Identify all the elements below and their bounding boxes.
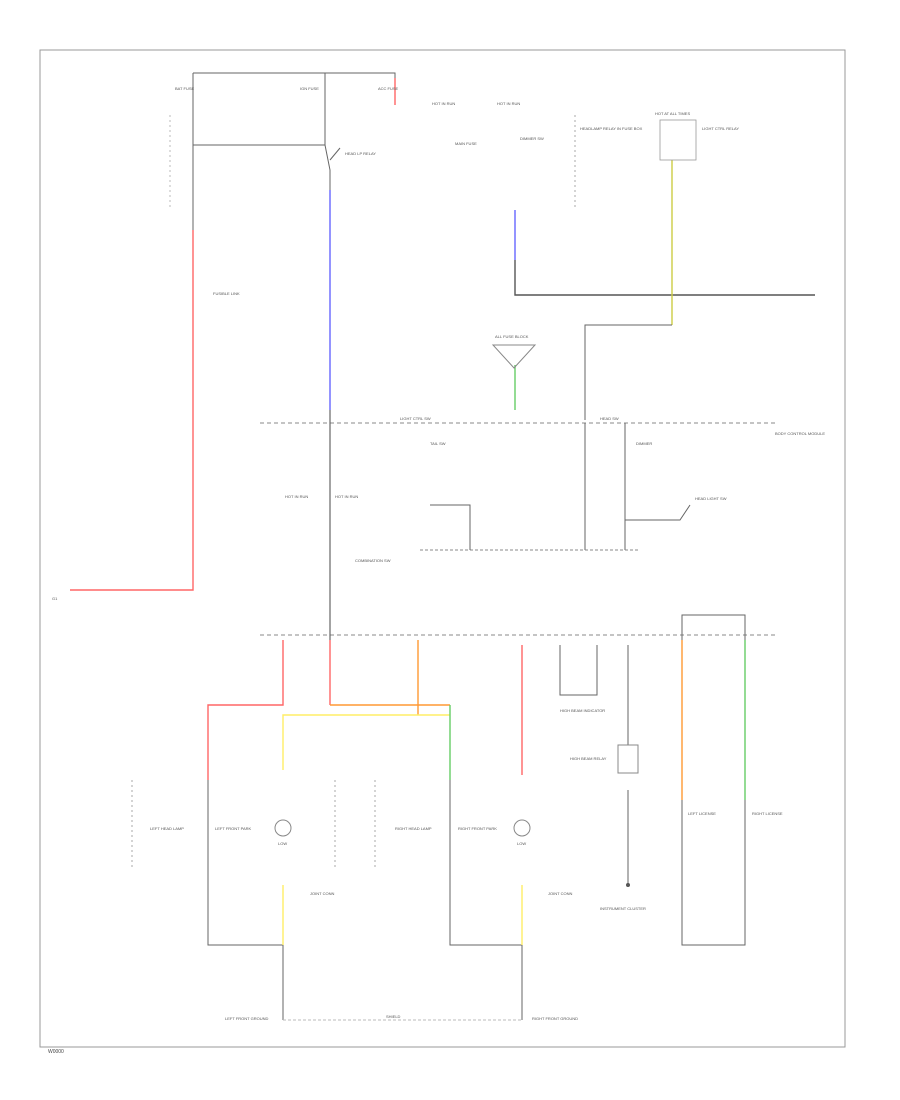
label-ctrl-3: HEAD SW <box>600 416 619 421</box>
label-module-note: BODY CONTROL MODULE <box>775 431 825 436</box>
label-fuse-3: ACC FUSE <box>378 86 399 91</box>
diagram-frame <box>39 49 846 1048</box>
ctrl-branches <box>559 614 746 885</box>
wire-red-lower <box>207 640 284 780</box>
label-hot-acc-2: LIGHT CTRL RELAY <box>702 126 739 131</box>
connector-triangle <box>491 344 537 369</box>
left-lamp-bulb <box>274 819 292 837</box>
label-hot-run-2: HOT IN RUN <box>497 101 520 106</box>
label-low-2: LOW <box>517 841 526 846</box>
label-fuse-main: MAIN FUSE <box>455 141 477 146</box>
label-shield: SHIELD <box>386 1014 401 1019</box>
label-hot-run-right: HOT IN RUN <box>335 494 358 499</box>
label-hb-relay: HIGH BEAM RELAY <box>570 756 607 761</box>
label-license-l: LEFT LICENSE <box>688 811 716 816</box>
label-relay-1: HEAD LP RELAY <box>345 151 376 156</box>
dashed-separators <box>260 422 775 636</box>
label-switch-block: COMBINATION SW <box>355 558 391 563</box>
label-license-r: RIGHT LICENSE <box>752 811 783 816</box>
label-right-top-2: HEAD LIGHT SW <box>695 496 727 501</box>
label-left-lamp: LEFT HEAD LAMP <box>150 826 184 831</box>
label-left-lamp-2: LEFT FRONT PARK <box>215 826 252 831</box>
label-ctrl-2: TAIL SW <box>430 441 446 446</box>
label-right-lamp-2: RIGHT FRONT PARK <box>458 826 497 831</box>
wire-orange <box>330 640 450 715</box>
label-fuse-1: BAT FUSE <box>175 86 195 91</box>
label-sw-note: DIMMER SW <box>520 136 544 141</box>
label-note-block: HEADLAMP RELAY IN FUSE BOX <box>580 126 643 131</box>
label-joint-r: JOINT CONN <box>548 891 572 896</box>
label-ground: G1 <box>52 596 58 601</box>
label-fusible: FUSIBLE LINK <box>213 291 240 296</box>
wire-black-right <box>514 260 815 296</box>
label-joint-l: JOINT CONN <box>310 891 334 896</box>
wire-ctrl-2 <box>625 504 691 521</box>
wire-right-loop <box>681 800 746 946</box>
label-right-lamp: RIGHT HEAD LAMP <box>395 826 432 831</box>
right-lamp-bulb <box>513 819 531 837</box>
label-indicator: HIGH BEAM INDICATOR <box>560 708 605 713</box>
wire-black-relay <box>584 324 672 420</box>
label-hot-acc: HOT AT ALL TIMES <box>655 111 690 116</box>
wire-yellow <box>282 714 450 770</box>
label-instrument: INSTRUMENT CLUSTER <box>600 906 646 911</box>
label-hot-run-left: HOT IN RUN <box>285 494 308 499</box>
label-hot-run-1: HOT IN RUN <box>432 101 455 106</box>
label-bottom-right: RIGHT FRONT GROUND <box>532 1016 578 1021</box>
dashed-brackets <box>131 115 576 870</box>
label-ctrl-4: DIMMER <box>636 441 652 446</box>
top-right-relay <box>659 119 697 161</box>
label-bottom-left: LEFT FRONT GROUND <box>225 1016 269 1021</box>
label-low-1: LOW <box>278 841 287 846</box>
label-wire-note: ALL FUSE BLOCK <box>495 334 529 339</box>
wire-ctrl-1 <box>430 504 471 550</box>
footer-code: W0000 <box>48 1049 64 1055</box>
label-fuse-2: IGN FUSE <box>300 86 319 91</box>
wire-red-feed <box>70 230 194 591</box>
lamp-lower-wires <box>207 780 523 1020</box>
ground-symbol <box>626 883 630 887</box>
label-ctrl-1: LIGHT CTRL SW <box>400 416 431 421</box>
high-beam-relay-box <box>617 744 639 774</box>
